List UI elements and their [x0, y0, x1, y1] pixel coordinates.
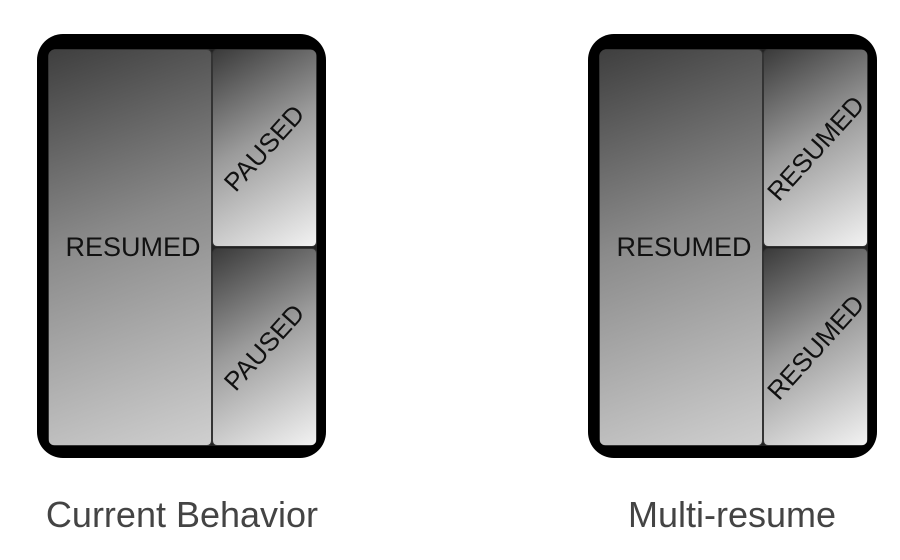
bottom-side-window: PAUSED [212, 248, 317, 446]
top-window-state: RESUMED [763, 89, 868, 207]
bottom-window-state: PAUSED [217, 297, 311, 396]
main-window: RESUMED [48, 49, 212, 446]
top-side-window: RESUMED [763, 49, 868, 247]
caption-multi-resume: Multi-resume [627, 494, 837, 535]
top-window-state: PAUSED [217, 98, 311, 197]
device-multi-resume: RESUMED RESUMED RESUMED [588, 34, 877, 458]
main-window-state: RESUMED [65, 232, 201, 262]
caption-current-behavior: Current Behavior [45, 494, 319, 535]
top-side-window: PAUSED [212, 49, 317, 247]
device-current-behavior: RESUMED PAUSED PAUSED [37, 34, 326, 458]
bottom-side-window: RESUMED [763, 248, 868, 446]
main-window-state: RESUMED [616, 232, 752, 262]
device-screen: RESUMED PAUSED PAUSED [48, 49, 317, 446]
main-window: RESUMED [599, 49, 763, 446]
bottom-window-state: RESUMED [763, 288, 868, 406]
device-screen: RESUMED RESUMED RESUMED [599, 49, 868, 446]
